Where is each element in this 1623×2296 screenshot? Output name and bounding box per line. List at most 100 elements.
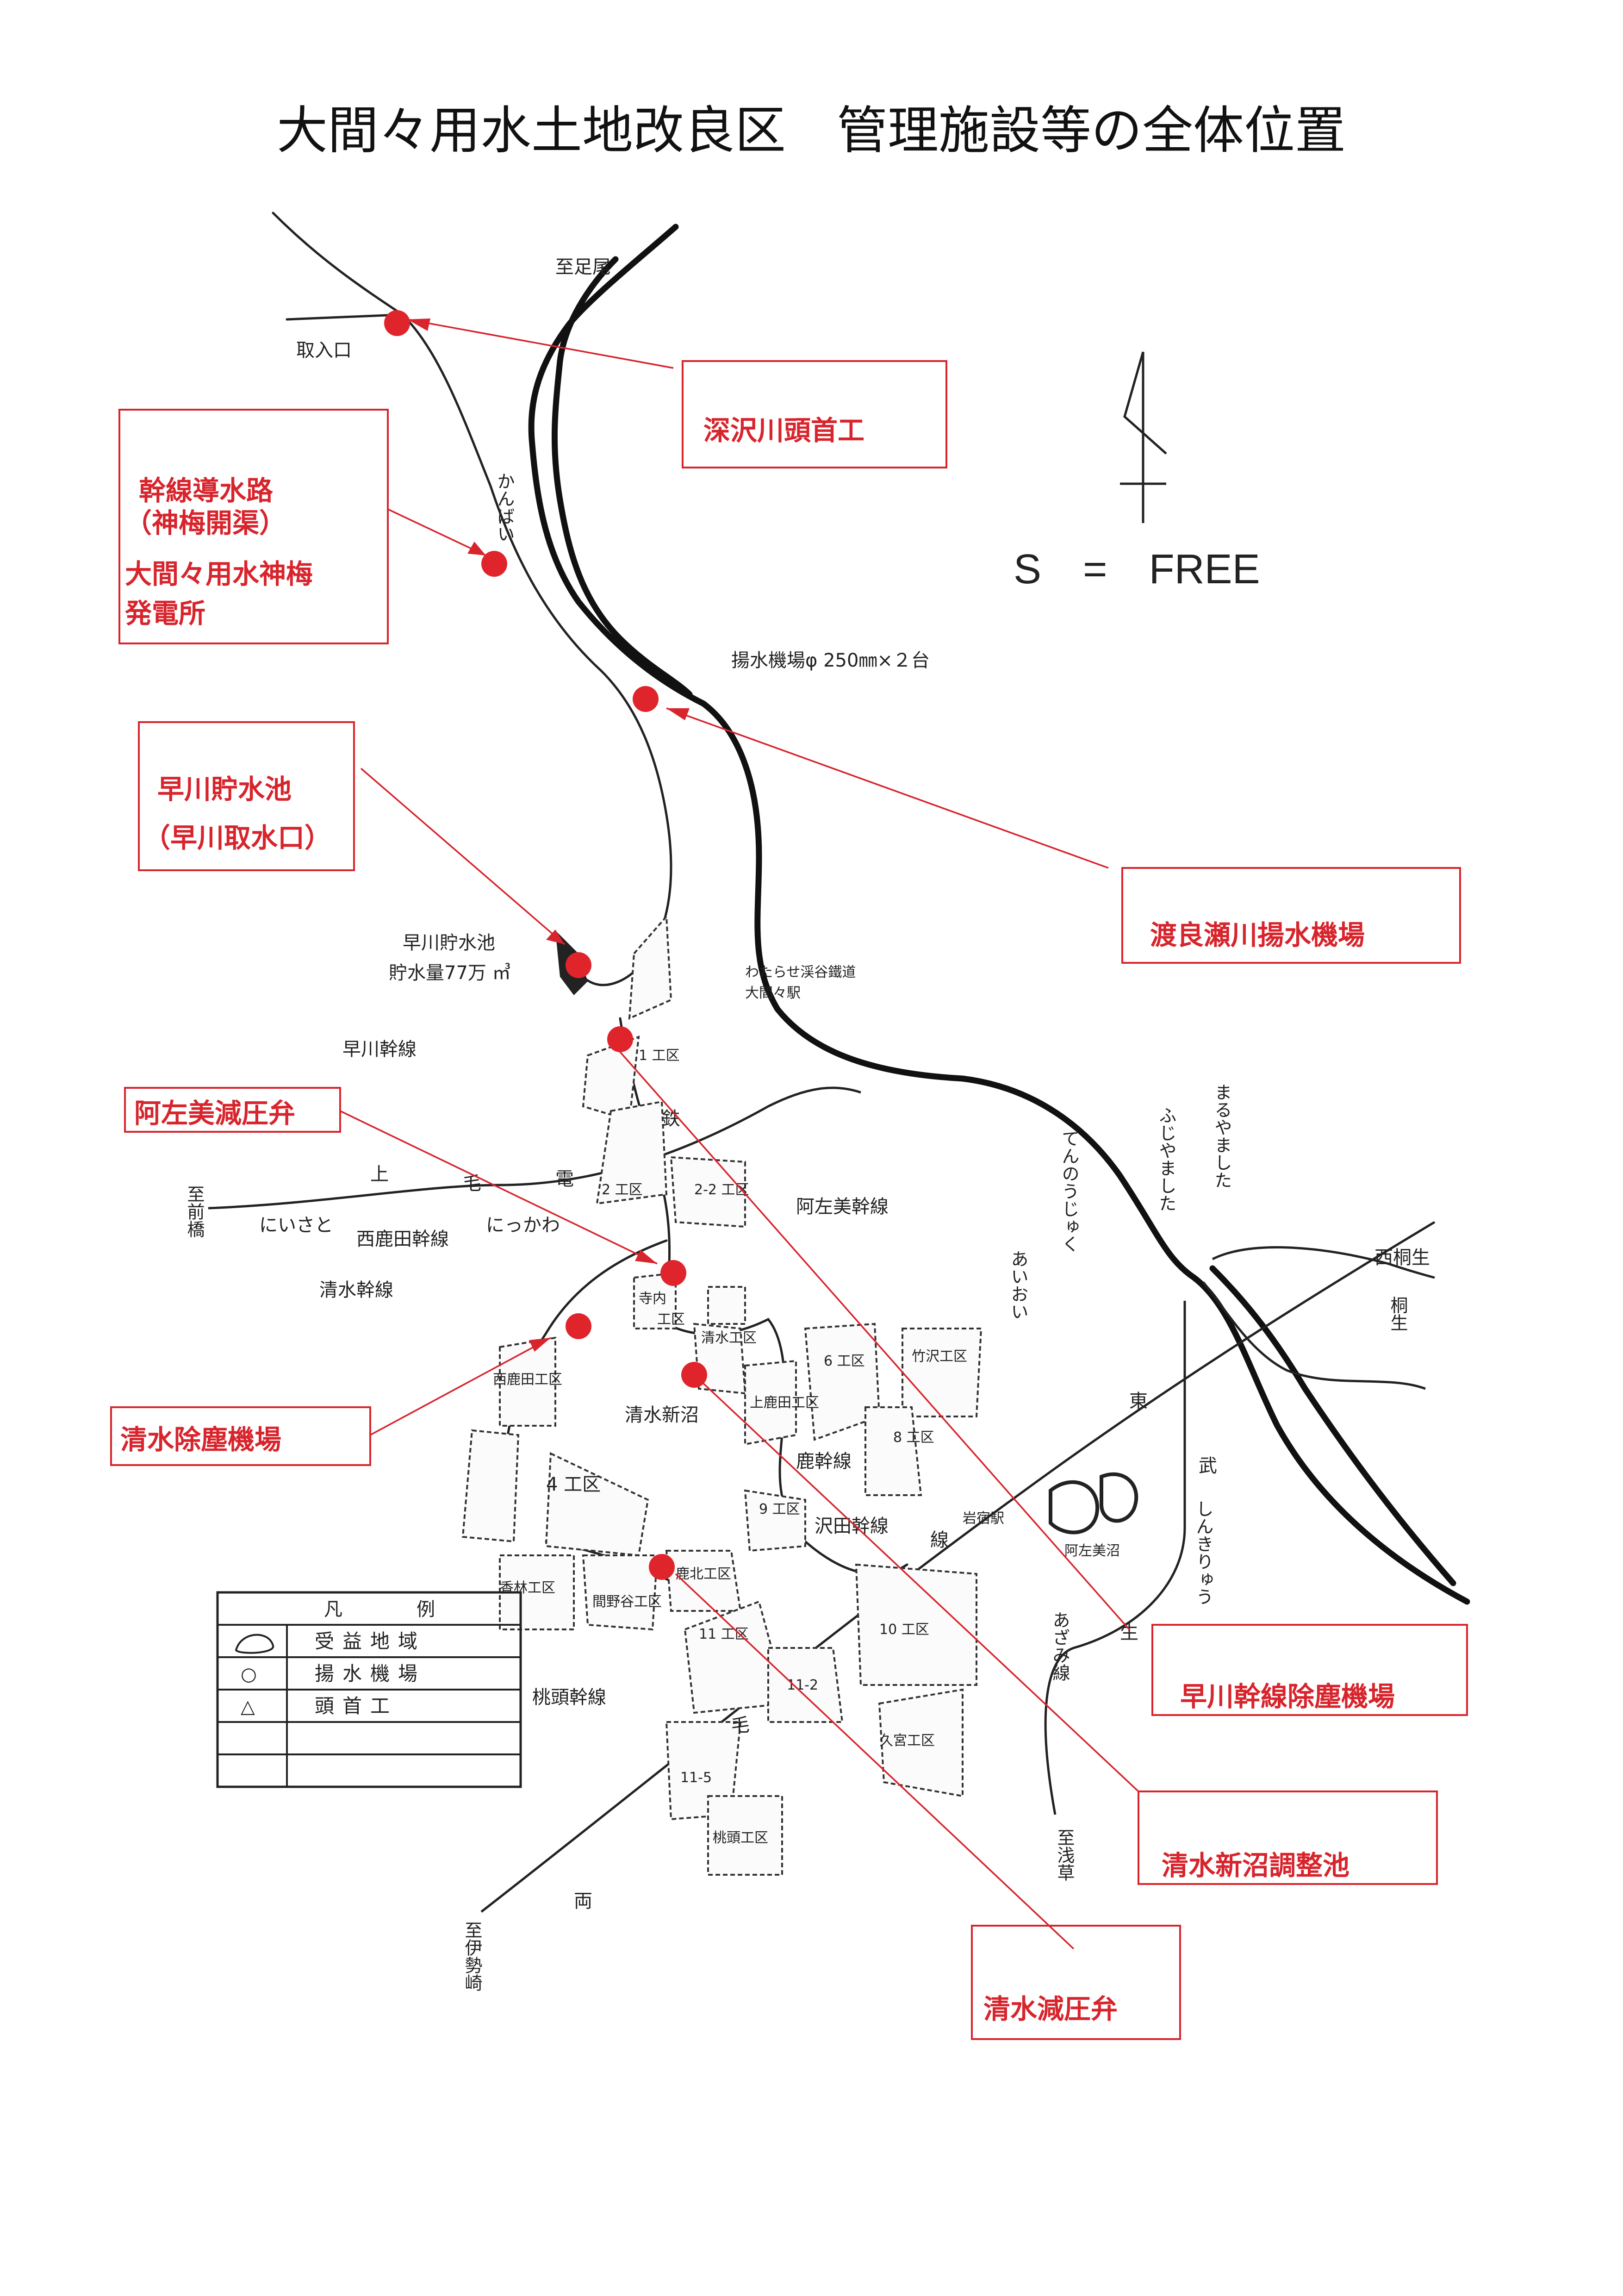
svg-text:毛: 毛 bbox=[731, 1715, 750, 1736]
svg-text:生: 生 bbox=[1120, 1622, 1138, 1643]
marker-hayakawa-reservoir bbox=[566, 952, 591, 978]
svg-text:大間々駅: 大間々駅 bbox=[745, 985, 801, 1001]
marker-hayakawa-dust bbox=[607, 1026, 633, 1052]
svg-text:上鹿田工区: 上鹿田工区 bbox=[750, 1395, 819, 1411]
svg-text:にっかわ: にっかわ bbox=[486, 1215, 560, 1236]
svg-text:早川幹線: 早川幹線 bbox=[342, 1039, 417, 1060]
svg-text:（神梅開渠）: （神梅開渠） bbox=[125, 507, 286, 539]
map-labels: 至足尾 取入口 かんばい 揚水機場φ 250㎜×２台 早川貯水池 貯水量77万 … bbox=[184, 256, 1430, 1991]
svg-text:至足尾: 至足尾 bbox=[555, 256, 611, 278]
svg-text:6 工区: 6 工区 bbox=[824, 1353, 865, 1369]
svg-text:まるやました: まるやました bbox=[1212, 1083, 1232, 1189]
facility-watarase: 渡良瀬川揚水機場 bbox=[1121, 867, 1461, 964]
facility-hayakawa-reservoir: 早川貯水池 （早川取水口） bbox=[138, 721, 355, 871]
svg-text:幹線導水路: 幹線導水路 bbox=[139, 475, 274, 506]
svg-text:上: 上 bbox=[370, 1164, 389, 1185]
svg-text:竹沢工区: 竹沢工区 bbox=[912, 1348, 967, 1365]
svg-text:揚水機場: 揚水機場 bbox=[315, 1662, 426, 1685]
svg-text:鹿幹線: 鹿幹線 bbox=[796, 1451, 852, 1472]
svg-text:1 工区: 1 工区 bbox=[639, 1048, 680, 1064]
facility-hayakawa-dust: 早川幹線除塵機場 bbox=[1151, 1624, 1468, 1716]
svg-text:11-5: 11-5 bbox=[680, 1770, 712, 1786]
svg-text:桃頭幹線: 桃頭幹線 bbox=[532, 1687, 606, 1708]
svg-text:沢田幹線: 沢田幹線 bbox=[815, 1516, 889, 1537]
marker-shimizu-pond bbox=[681, 1362, 707, 1388]
svg-text:清水新沼: 清水新沼 bbox=[625, 1404, 699, 1426]
marker-fukasawa bbox=[384, 310, 410, 336]
svg-text:早川貯水池: 早川貯水池 bbox=[157, 774, 292, 805]
intake-channel bbox=[272, 212, 672, 986]
svg-text:発電所: 発電所 bbox=[125, 598, 205, 629]
svg-text:清水減圧弁: 清水減圧弁 bbox=[983, 1993, 1118, 2025]
marker-azami bbox=[660, 1260, 686, 1286]
marker-shimizu-valve bbox=[649, 1554, 675, 1580]
svg-text:阿左美幹線: 阿左美幹線 bbox=[796, 1196, 889, 1217]
svg-text:両: 両 bbox=[574, 1890, 592, 1912]
svg-text:ふじやました: ふじやました bbox=[1156, 1106, 1176, 1212]
svg-text:桃頭工区: 桃頭工区 bbox=[713, 1830, 768, 1846]
svg-text:至前橋: 至前橋 bbox=[184, 1185, 205, 1238]
leader-lines bbox=[340, 318, 1139, 1950]
svg-text:香林工区: 香林工区 bbox=[500, 1580, 555, 1596]
svg-text:間野谷工区: 間野谷工区 bbox=[592, 1594, 662, 1610]
svg-text:2-2 工区: 2-2 工区 bbox=[694, 1182, 749, 1198]
svg-text:渡良瀬川揚水機場: 渡良瀬川揚水機場 bbox=[1150, 919, 1365, 951]
svg-text:阿左美減圧弁: 阿左美減圧弁 bbox=[134, 1098, 295, 1129]
facility-fukasawa: 深沢川頭首工 bbox=[682, 360, 947, 468]
azami-pond bbox=[1049, 1472, 1138, 1535]
benefit-zones bbox=[461, 914, 983, 1876]
svg-text:にいさと: にいさと bbox=[259, 1215, 333, 1236]
facility-azami: 阿左美減圧弁 bbox=[124, 1087, 341, 1133]
svg-text:桐生: 桐生 bbox=[1387, 1296, 1408, 1331]
facility-shimizu-pond: 清水新沼調整池 bbox=[1138, 1791, 1438, 1885]
svg-text:東: 東 bbox=[1129, 1391, 1148, 1412]
svg-text:8 工区: 8 工区 bbox=[893, 1429, 934, 1446]
watarase-river bbox=[528, 224, 1470, 1605]
marker-kanbai bbox=[481, 551, 507, 577]
svg-text:武: 武 bbox=[1199, 1455, 1217, 1477]
svg-text:かんばい: かんばい bbox=[494, 472, 515, 543]
svg-text:2 工区: 2 工区 bbox=[602, 1182, 643, 1198]
svg-text:わたらせ渓谷鐵道: わたらせ渓谷鐵道 bbox=[745, 964, 856, 980]
facility-shimizu-dust: 清水除塵機場 bbox=[110, 1406, 371, 1466]
scale-label: S = FREE bbox=[1014, 546, 1260, 593]
intake-channel-2 bbox=[286, 313, 399, 321]
svg-text:あざみ線: あざみ線 bbox=[1050, 1611, 1070, 1681]
svg-text:取入口: 取入口 bbox=[296, 340, 352, 361]
svg-text:受益地域: 受益地域 bbox=[315, 1630, 426, 1653]
svg-text:至浅草: 至浅草 bbox=[1054, 1828, 1075, 1881]
svg-text:清水新沼調整池: 清水新沼調整池 bbox=[1162, 1850, 1349, 1881]
svg-text:電: 電 bbox=[555, 1168, 574, 1190]
svg-text:工区: 工区 bbox=[657, 1311, 685, 1328]
svg-text:寺内: 寺内 bbox=[639, 1291, 666, 1307]
north-arrow-icon bbox=[1120, 351, 1167, 523]
svg-text:久宮工区: 久宮工区 bbox=[879, 1733, 935, 1749]
svg-text:西鹿田工区: 西鹿田工区 bbox=[493, 1372, 562, 1388]
svg-text:あいおい: あいおい bbox=[1008, 1250, 1028, 1320]
svg-text:△: △ bbox=[241, 1696, 255, 1717]
svg-text:毛: 毛 bbox=[463, 1173, 481, 1194]
svg-text:線: 線 bbox=[930, 1529, 949, 1551]
svg-text:てんのうじゅく: てんのうじゅく bbox=[1059, 1129, 1079, 1253]
svg-text:清水幹線: 清水幹線 bbox=[319, 1279, 393, 1301]
marker-watarase bbox=[633, 686, 659, 712]
svg-text:10 工区: 10 工区 bbox=[879, 1622, 929, 1638]
svg-text:（早川取水口）: （早川取水口） bbox=[143, 822, 331, 854]
svg-text:深沢川頭首工: 深沢川頭首工 bbox=[703, 415, 864, 446]
svg-text:頭首工: 頭首工 bbox=[315, 1695, 398, 1717]
svg-text:しんきりゅう: しんきりゅう bbox=[1193, 1500, 1213, 1605]
svg-text:4 工区: 4 工区 bbox=[546, 1474, 601, 1495]
page-title: 大間々用水土地改良区 管理施設等の全体位置 bbox=[277, 101, 1346, 160]
svg-text:11-2: 11-2 bbox=[787, 1677, 818, 1693]
map-legend: 凡 例 受益地域 ○ 揚水機場 △ 頭首工 bbox=[216, 1591, 522, 1788]
svg-text:阿左美沼: 阿左美沼 bbox=[1064, 1543, 1120, 1559]
svg-text:至伊勢崎: 至伊勢崎 bbox=[462, 1921, 482, 1991]
svg-text:11 工区: 11 工区 bbox=[699, 1626, 749, 1642]
svg-text:岩宿駅: 岩宿駅 bbox=[963, 1510, 1004, 1527]
benefit-area-icon bbox=[235, 1634, 274, 1654]
svg-text:○: ○ bbox=[241, 1664, 257, 1685]
svg-text:9 工区: 9 工区 bbox=[759, 1501, 800, 1517]
svg-text:清水除塵機場: 清水除塵機場 bbox=[120, 1424, 281, 1455]
marker-shimizu-dust bbox=[566, 1313, 591, 1339]
